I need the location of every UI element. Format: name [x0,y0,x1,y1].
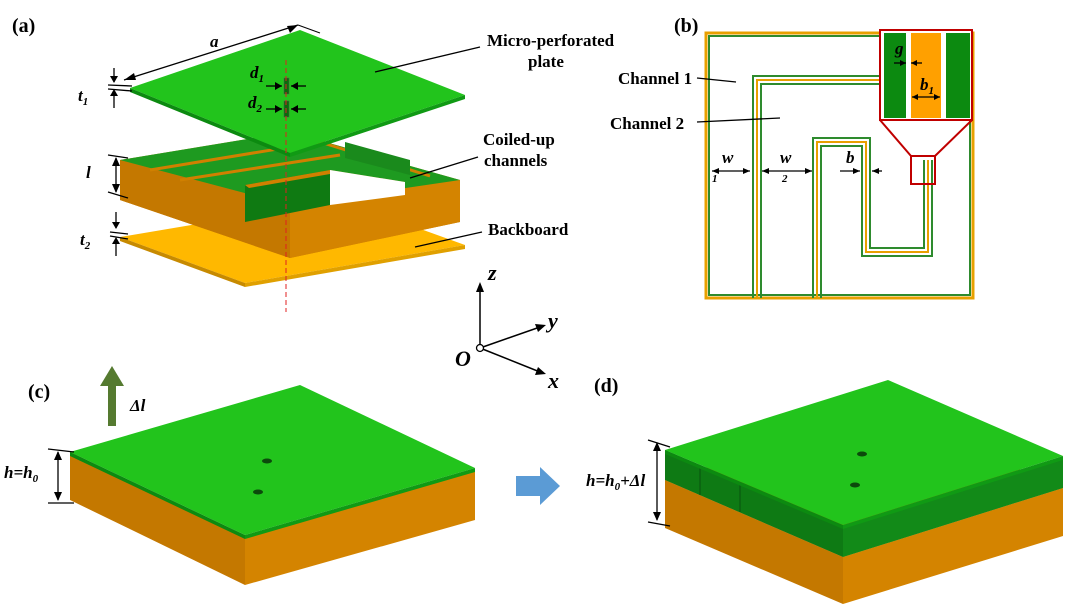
label-b1: b1 [920,75,934,97]
dimension-d2 [266,105,306,113]
callout-channel1: Channel 1 [618,69,692,88]
dimension-l [107,154,129,199]
label-w1-sub: 1 [712,173,718,185]
dimension-b1 [912,94,940,100]
plate-leader [374,46,481,73]
dimension-w2 [762,168,812,174]
callout-coiled-line1: Coiled-up [483,130,555,149]
dimension-d1 [266,82,306,90]
label-t1: t1 [78,86,88,108]
dimension-w1 [712,168,750,174]
coiled-leader [409,156,479,179]
dimension-t1 [107,68,133,108]
dimension-b [840,168,882,174]
coordinate-axes [475,282,546,375]
micro-perforated-plate [130,30,465,157]
coiled-channels-block [120,132,460,258]
assembled-absorber-initial [70,385,475,585]
inset-detail [879,29,973,185]
callout-plate-line2: plate [528,52,564,71]
top-view-layout [704,31,975,300]
assembled-absorber-extended [665,380,1063,604]
label-d1: d1 [250,63,264,85]
transition-arrow [516,467,560,505]
dimension-t2 [109,212,129,256]
label-a: a [210,32,219,51]
axis-y-label: y [545,308,558,333]
backboard-leader [414,231,483,248]
dimension-h-initial [47,448,75,504]
panel-label-d: (d) [594,375,618,397]
callout-backboard: Backboard [488,220,569,239]
axis-x-label: x [547,368,559,393]
label-w2-sub: 2 [781,173,788,185]
callout-channel2: Channel 2 [610,114,684,133]
label-b: b [846,148,855,167]
dimension-a [123,24,321,81]
channel1-leader [696,77,737,83]
channel2-leader [696,117,781,123]
label-h-initial: h=h0 [4,463,39,485]
label-d2: d2 [248,93,263,115]
dimension-h-extended [647,439,671,527]
label-delta-l: Δl [129,396,146,415]
panel-label-c: (c) [28,381,50,403]
panel-label-b: (b) [674,15,698,37]
label-t2: t2 [80,230,91,252]
dimension-g [894,60,922,66]
callout-coiled-line2: channels [484,151,548,170]
label-w2: w [780,148,792,167]
label-g: g [894,39,904,58]
label-w1: w [722,148,734,167]
callout-plate-line1: Micro-perforated [487,31,615,50]
axis-origin-label: O [455,346,471,371]
delta-l-arrow [100,366,124,426]
panel-label-a: (a) [12,15,35,37]
label-h-extended: h=h0+Δl [586,471,645,493]
label-l: l [86,163,91,182]
axis-z-label: z [487,260,497,285]
